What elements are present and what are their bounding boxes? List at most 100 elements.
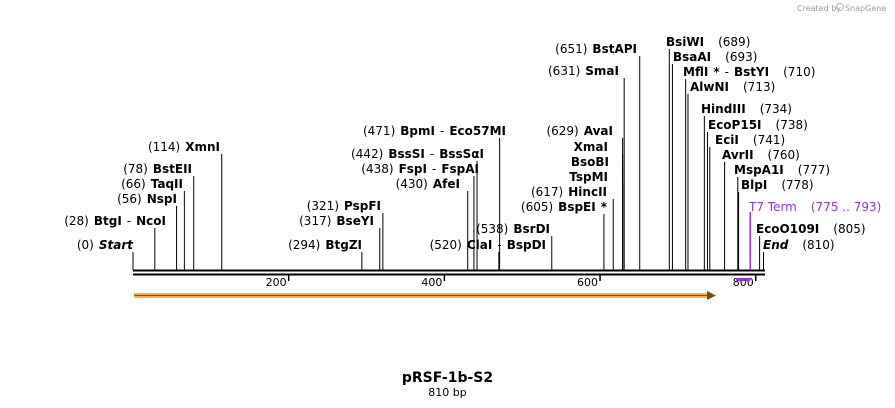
site-label: XmaI — [574, 140, 608, 154]
ruler-tick-label: 600 — [577, 276, 598, 289]
site-position: (114) — [148, 140, 180, 154]
site-star: * — [601, 200, 608, 214]
site-afei[interactable]: (430)AfeI — [396, 177, 469, 270]
site-label: HindIII (734) — [701, 102, 792, 116]
feature-name: T7 Term — [748, 200, 797, 214]
ruler-tick-label: 200 — [266, 276, 287, 289]
site-pspfi[interactable]: (321)PspFI — [307, 199, 384, 270]
site-mfli[interactable]: MflI*-BstYI(710) — [683, 65, 815, 270]
site-name: TspMI — [569, 170, 608, 184]
site-position: (693) — [725, 50, 757, 64]
site-alwni[interactable]: AlwNI(713) — [687, 80, 775, 270]
site-ecii[interactable]: EciI(741) — [709, 133, 785, 270]
site-position: (738) — [776, 118, 808, 132]
site-label: (66)TaqII — [121, 177, 183, 191]
site-name: BssSI — [388, 147, 425, 161]
site-position: (805) — [833, 222, 865, 236]
site-position: (430) — [396, 177, 428, 191]
site-name: MflI — [683, 65, 708, 79]
site-name2: FspAI — [441, 162, 479, 176]
orf-arrow[interactable] — [134, 291, 716, 300]
site-separator: - — [497, 238, 501, 252]
site-btgi[interactable]: (28)BtgI-NcoI — [64, 214, 166, 270]
site-name: HincII — [568, 185, 607, 199]
feature-label: T7 Term(775 .. 793) — [748, 200, 881, 214]
site-hincii[interactable]: (617) HincII — [531, 185, 614, 270]
site-label: (28)BtgI-NcoI — [64, 214, 166, 228]
site-bsssi[interactable]: (442)BssSI-BssSαI — [351, 147, 484, 270]
site-label: BsoBI — [571, 155, 609, 169]
sequence-backbone — [133, 269, 765, 276]
site-btgzi[interactable]: (294)BtgZI — [288, 238, 363, 270]
site-fspi[interactable]: (438)FspI-FspAI — [361, 162, 479, 270]
site-label: BsaAI (693) — [673, 50, 757, 64]
site-position: (438) — [361, 162, 393, 176]
site-position: (617) — [531, 185, 563, 199]
site-position: (520) — [430, 238, 462, 252]
site-label: (430)AfeI — [396, 177, 460, 191]
site-bsiwi[interactable]: BsiWI(689) — [666, 35, 750, 270]
site-label: EcoP15I(738) — [708, 118, 808, 132]
site-bsaai[interactable]: BsaAI (693) — [671, 50, 757, 270]
site-label: (56)NspI — [117, 192, 177, 206]
site-bpmi[interactable]: (471)BpmI-Eco57MI — [363, 124, 506, 270]
feature-t7-term[interactable]: T7 Term(775 .. 793) — [736, 200, 881, 281]
site-avrii[interactable]: AvrII(760) — [722, 148, 800, 270]
site-bseyi[interactable]: (317)BseYI — [299, 214, 381, 270]
site-xmni[interactable]: (114)XmnI — [148, 140, 223, 270]
site-mspa1i[interactable]: MspA1I(777) — [734, 163, 830, 270]
site-label: (438)FspI-FspAI — [361, 162, 479, 176]
site-label: End(810) — [763, 238, 835, 252]
site-name: AvaI — [584, 124, 613, 138]
site-label: (321)PspFI — [307, 199, 381, 213]
site-hindiii[interactable]: HindIII (734) — [701, 102, 792, 270]
site-label: EciI(741) — [715, 133, 785, 147]
site-label: (605) BspEI * — [521, 200, 608, 214]
site-separator: - — [440, 124, 444, 138]
site-smai[interactable]: (631)SmaI — [548, 64, 625, 270]
site-name: BsrDI — [513, 222, 550, 236]
site-clai[interactable]: (520)ClaI-BspDI — [430, 238, 546, 270]
site-name: BsaAI — [673, 50, 711, 64]
site-name: HindIII — [701, 102, 746, 116]
site-position: (710) — [783, 65, 815, 79]
site-blpi[interactable]: BlpI(778) — [738, 178, 814, 270]
site-name: BspEI — [558, 200, 596, 214]
site-position: (651) — [555, 42, 587, 56]
ruler-tick-label: 800 — [733, 276, 754, 289]
site-bspei[interactable]: (605) BspEI * — [521, 200, 608, 270]
site-taqii[interactable]: (66)TaqII — [121, 177, 185, 270]
site-start[interactable]: (0)Start — [77, 238, 134, 270]
site-position: (294) — [288, 238, 320, 252]
site-name: BsoBI — [571, 155, 609, 169]
site-position: (538) — [476, 222, 508, 236]
site-bsteii[interactable]: (78)BstEII — [123, 162, 195, 270]
site-end[interactable]: End(810) — [763, 238, 835, 270]
site-name: NspI — [147, 192, 177, 206]
site-ecoo109i[interactable]: EcoO109I(805) — [756, 222, 866, 270]
site-position: (741) — [753, 133, 785, 147]
site-name: AvrII — [722, 148, 754, 162]
site-label: (538) BsrDI — [476, 222, 550, 236]
site-name: End — [763, 238, 789, 252]
site-name2: BspDI — [507, 238, 546, 252]
site-name: XmaI — [574, 140, 608, 154]
feature-bar — [736, 278, 751, 281]
site-nspi[interactable]: (56)NspI — [117, 192, 178, 270]
site-label: (0)Start — [77, 238, 134, 252]
site-label: TspMI — [569, 170, 608, 184]
site-label: MflI*-BstYI(710) — [683, 65, 815, 79]
map-title: pRSF-1b-S2 — [402, 370, 493, 386]
site-label: (442)BssSI-BssSαI — [351, 147, 484, 161]
site-position: (777) — [798, 163, 830, 177]
site-position: (605) — [521, 200, 553, 214]
site-label: (78)BstEII — [123, 162, 192, 176]
site-label: (317)BseYI — [299, 214, 374, 228]
site-position: (734) — [760, 102, 792, 116]
site-bsrdi[interactable]: (538) BsrDI — [476, 222, 553, 270]
site-avai[interactable]: (629)AvaI — [546, 124, 624, 270]
site-name: TaqII — [151, 177, 183, 191]
site-bstapi[interactable]: (651)BstAPI — [555, 42, 641, 270]
site-ecop15i[interactable]: EcoP15I(738) — [706, 118, 808, 270]
